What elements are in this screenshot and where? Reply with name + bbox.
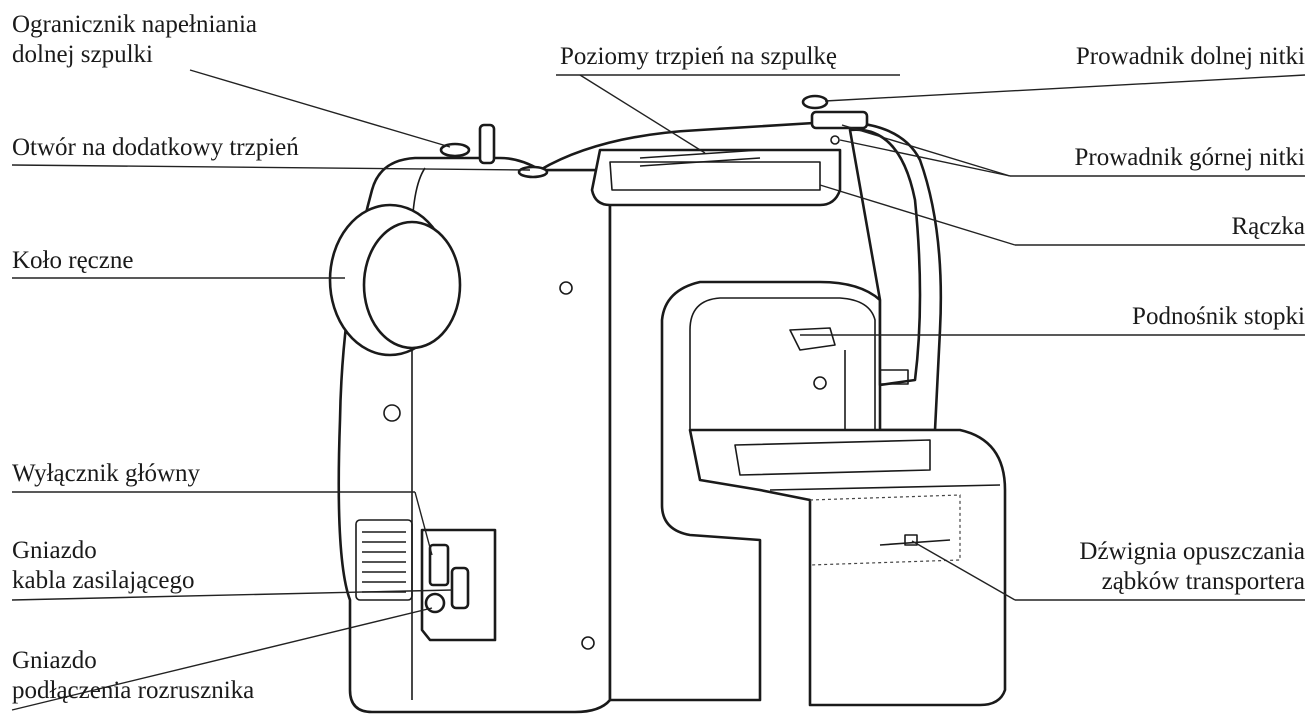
head-cover [848,128,922,387]
label-bobbin-thread-guide: Prowadnik dolnej nitki [1075,43,1305,70]
label-extra-spool-pin-hole: Otwór na dodatkowy trzpień [12,134,299,161]
label-handle: Rączka [1231,213,1305,240]
free-arm-bed [688,428,1007,707]
label-power-socket-line2: kabla zasilającego [12,567,195,594]
label-horizontal-spool-pin: Poziomy trzpień na szpulkę [560,43,838,70]
label-handwheel: Koło ręczne [12,247,134,274]
foot-control-socket-shape [424,592,446,614]
label-drop-feed-lever-line1: Dźwignia opuszczania [1079,538,1305,565]
handle [590,148,842,207]
label-presser-foot-lifter: Podnośnik stopki [1132,303,1305,330]
machine-arm [538,120,943,702]
label-foot-control-socket-line1: Gniazdo [12,647,97,674]
label-drop-feed-lever-line2: ząbków transportera [1101,568,1305,595]
power-socket-shape [450,566,470,610]
label-upper-thread-guide: Prowadnik górnej nitki [1074,144,1305,171]
label-foot-control-socket-line2: podłączenia rozrusznika [12,677,255,704]
label-power-switch: Wyłącznik główny [12,460,201,487]
label-bobbin-winder-stopper-line1: Ogranicznik napełniania [12,11,258,38]
label-bobbin-winder-stopper-line2: dolnej szpulki [12,41,153,68]
power-switch-shape [428,543,450,587]
leader-lines [11,69,1306,711]
label-power-socket-line1: Gniazdo [12,537,97,564]
